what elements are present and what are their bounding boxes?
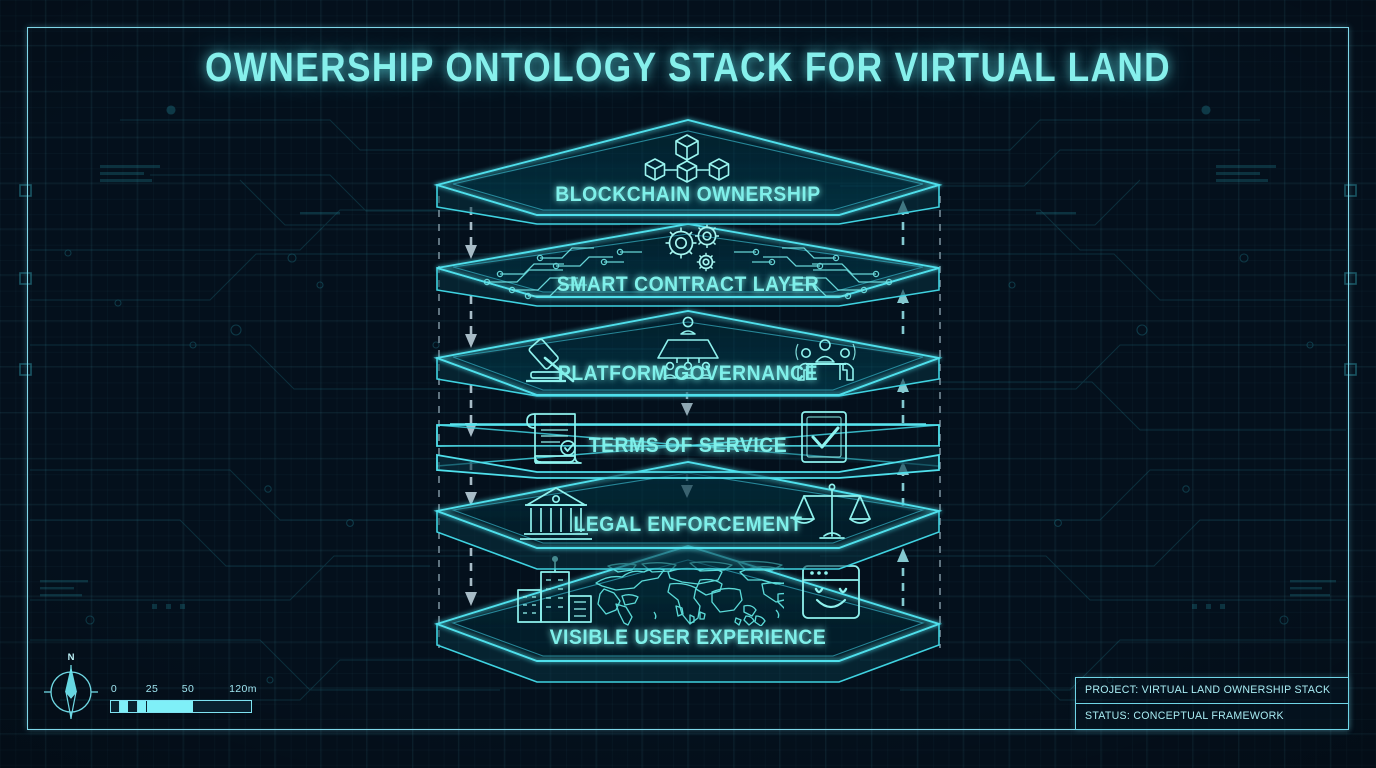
scale-tick-50: 50 [181, 683, 195, 695]
layer-label: VISIBLE USER EXPERIENCE [550, 625, 827, 649]
page-title: OWNERSHIP ONTOLOGY STACK FOR VIRTUAL LAN… [204, 44, 1172, 90]
scale-tick-25: 25 [145, 683, 159, 695]
layer-blockchain-ownership[interactable]: BLOCKCHAIN OWNERSHIP [433, 119, 943, 225]
layer-label: SMART CONTRACT LAYER [557, 272, 820, 296]
scale-bar: 0 25 50 120m [110, 683, 257, 713]
scale-tick-0: 0 [110, 683, 118, 695]
layer-label: TERMS OF SERVICE [589, 433, 787, 457]
layer-label: LEGAL ENFORCEMENT [573, 512, 802, 536]
legend-status-row: STATUS: CONCEPTUAL FRAMEWORK [1076, 703, 1348, 729]
layer-label: BLOCKCHAIN OWNERSHIP [555, 182, 820, 206]
scroll-document-icon [526, 413, 582, 464]
scale-bar-track [110, 700, 252, 713]
compass-north-label: N [68, 652, 75, 663]
scale-bar-labels: 0 25 50 120m [110, 683, 257, 697]
layer-platform-governance[interactable]: PLATFORM GOVERNANCE [433, 310, 943, 397]
legend-project-row: PROJECT: VIRTUAL LAND OWNERSHIP STACK [1076, 678, 1348, 703]
layer-smart-contract[interactable]: SMART CONTRACT LAYER [436, 223, 940, 307]
compass-rose: N [40, 651, 102, 730]
legend-status-text: STATUS: CONCEPTUAL FRAMEWORK [1085, 710, 1284, 722]
layer-label: PLATFORM GOVERNANCE [558, 361, 818, 385]
legend-project-text: PROJECT: VIRTUAL LAND OWNERSHIP STACK [1085, 684, 1331, 696]
title-block: PROJECT: VIRTUAL LAND OWNERSHIP STACK ST… [1075, 677, 1349, 730]
scale-tick-120: 120m [229, 683, 257, 695]
